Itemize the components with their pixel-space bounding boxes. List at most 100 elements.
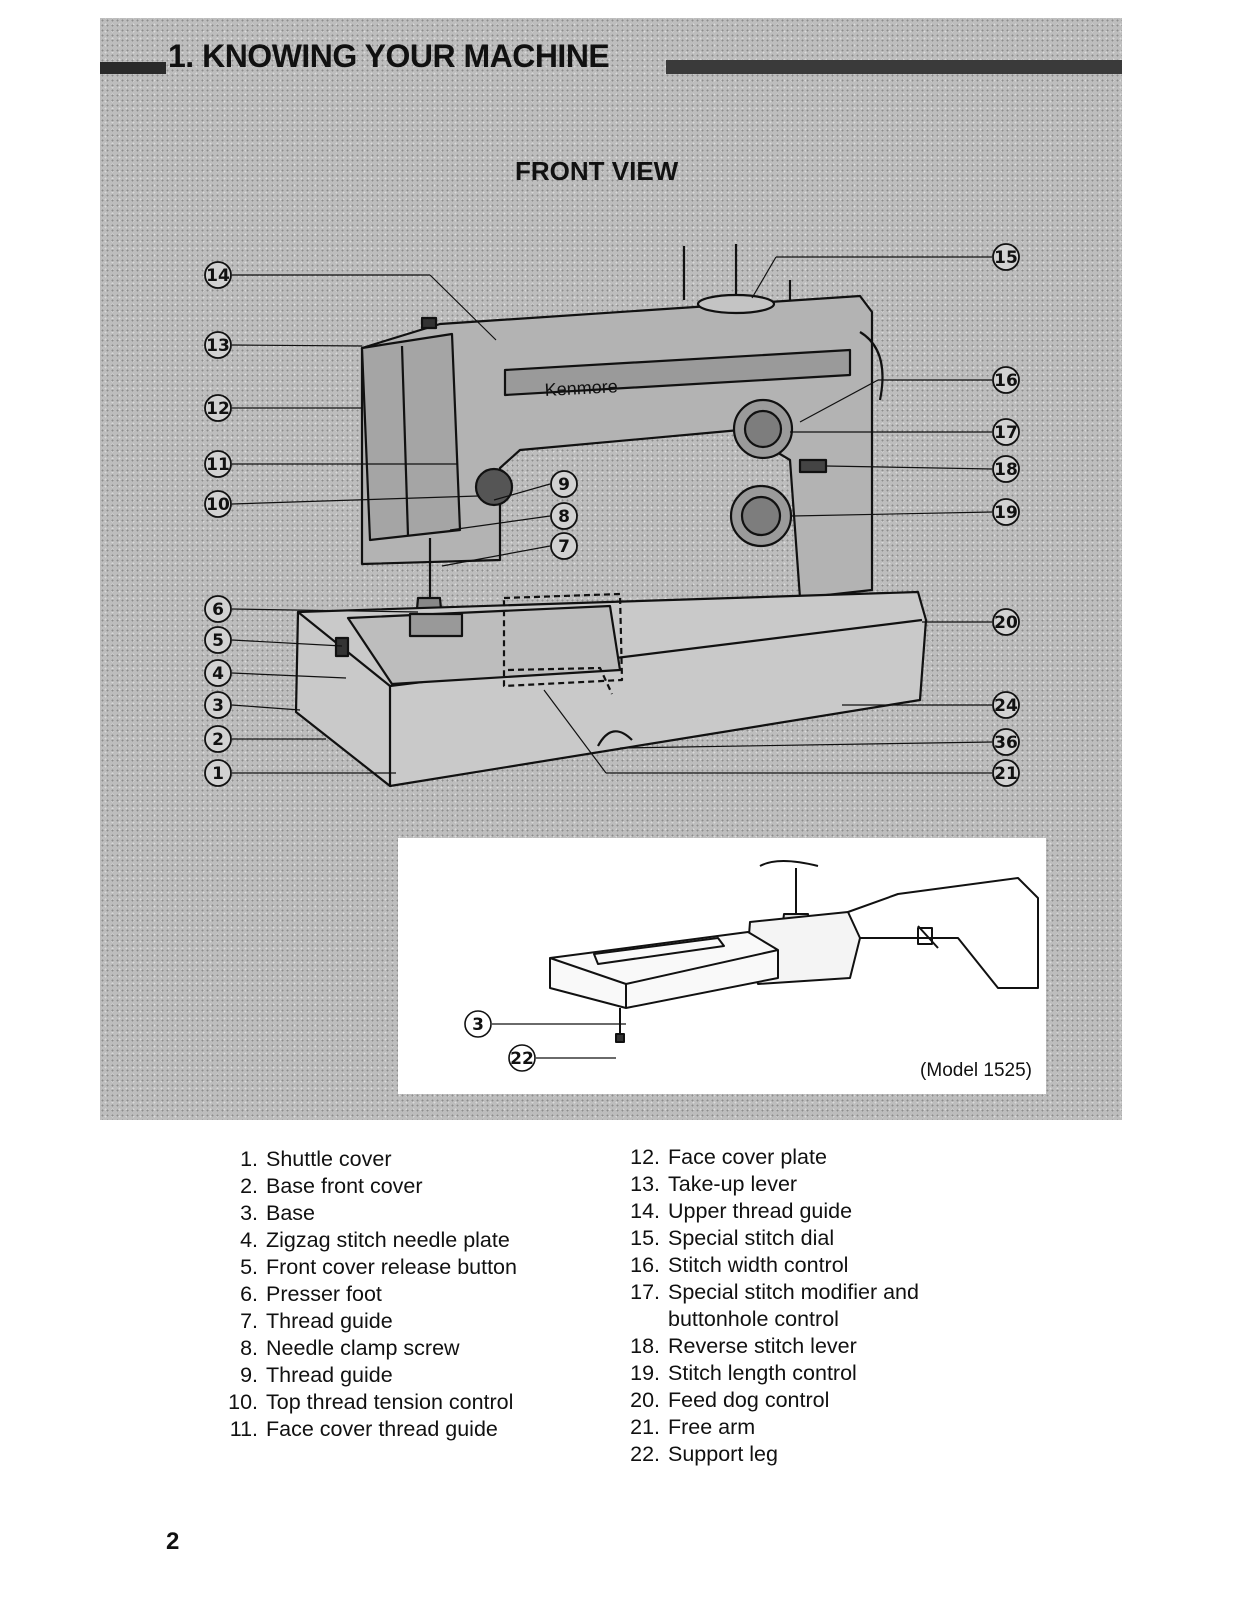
part-label: Thread guide <box>266 1309 393 1333</box>
part-item: 5.Front cover release button <box>210 1254 517 1281</box>
part-label: Support leg <box>668 1442 778 1466</box>
callout-16: 16 <box>994 371 1018 391</box>
part-label: Shuttle cover <box>266 1147 392 1171</box>
part-item: 9. Thread guide <box>210 1362 517 1389</box>
part-number: 16. <box>630 1253 660 1277</box>
part-item: 17. Special stitch modifier and <box>612 1279 919 1306</box>
header-bar <box>100 38 1122 86</box>
part-number: 7. <box>240 1309 258 1333</box>
part-item: 7. Thread guide <box>210 1308 517 1335</box>
callout-20: 20 <box>994 613 1018 633</box>
header-bar-right <box>666 60 1122 74</box>
inset-callout-3: 3 <box>472 1015 484 1035</box>
part-number: 9. <box>240 1363 258 1387</box>
callout-6: 6 <box>212 600 224 620</box>
part-label: Base <box>266 1201 316 1225</box>
callout-36: 36 <box>994 733 1018 753</box>
figure-panel <box>100 18 1122 1120</box>
part-number: 17. <box>630 1280 660 1304</box>
view-title: FRONT VIEW <box>515 156 679 186</box>
part-number: 2. <box>240 1174 258 1198</box>
part-number: 3. <box>240 1201 258 1225</box>
callout-3: 3 <box>212 696 224 716</box>
inset-callout-22: 22 <box>510 1049 534 1069</box>
part-item: 21. Free arm <box>612 1414 919 1441</box>
part-number: 6. <box>240 1282 258 1306</box>
sewing-machine-front-view: Kenmore <box>204 243 1020 788</box>
callout-19: 19 <box>994 503 1018 523</box>
callout-7: 7 <box>558 537 570 557</box>
brand-label: Kenmore <box>544 376 618 400</box>
part-item: 16. Stitch width control <box>612 1252 919 1279</box>
part-item: 8. Needle clamp screw <box>210 1335 517 1362</box>
part-item: 20. Feed dog control <box>612 1387 919 1414</box>
part-label: Reverse stitch lever <box>668 1334 857 1358</box>
part-number: 22. <box>630 1442 660 1466</box>
part-label: Needle clamp screw <box>266 1336 460 1360</box>
callout-10: 10 <box>206 495 230 515</box>
part-item: 18. Reverse stitch lever <box>612 1333 919 1360</box>
part-item: 14. Upper thread guide <box>612 1198 919 1225</box>
part-item: 1. Shuttle cover <box>210 1146 517 1173</box>
part-item: 6.Presser foot <box>210 1281 517 1308</box>
callout-18: 18 <box>994 460 1018 480</box>
callout-21: 21 <box>994 764 1018 784</box>
part-item: 3. Base <box>210 1200 517 1227</box>
part-label: Face cover thread guide <box>266 1417 498 1441</box>
callout-14: 14 <box>206 266 230 286</box>
callout-5: 5 <box>212 631 224 651</box>
part-label: Base front cover <box>266 1174 423 1198</box>
part-number: 19. <box>630 1361 660 1385</box>
part-number: 10. <box>228 1390 258 1414</box>
part-label-continued: buttonhole control <box>668 1307 839 1331</box>
callout-13: 13 <box>206 336 230 356</box>
part-label: Thread guide <box>266 1363 393 1387</box>
part-item: 4. Zigzag stitch needle plate <box>210 1227 517 1254</box>
inset-panel: 3 22 (Model 1525) <box>398 838 1046 1094</box>
part-item: 11. Face cover thread guide <box>210 1416 517 1443</box>
part-item: 22. Support leg <box>612 1441 919 1468</box>
page-number: 2 <box>166 1528 180 1555</box>
part-label: Free arm <box>668 1415 756 1439</box>
part-label: Front cover release button <box>266 1255 517 1279</box>
callout-15: 15 <box>994 248 1018 268</box>
part-number: 21. <box>630 1415 660 1439</box>
callout-4: 4 <box>212 664 224 684</box>
part-label: Special stitch modifier and <box>668 1280 919 1304</box>
part-number: 4. <box>240 1228 258 1252</box>
part-number: 12. <box>630 1145 660 1169</box>
callout-8: 8 <box>558 507 570 527</box>
part-item: 13.Take-up lever <box>612 1171 919 1198</box>
part-label: Upper thread guide <box>668 1199 853 1223</box>
part-label: Stitch length control <box>668 1361 857 1385</box>
callout-17: 17 <box>994 423 1018 443</box>
part-label: Feed dog control <box>668 1388 830 1412</box>
callout-11: 11 <box>206 455 230 475</box>
part-item: 10. Top thread tension control <box>210 1389 517 1416</box>
part-label: Zigzag stitch needle plate <box>266 1228 510 1252</box>
callout-1: 1 <box>212 764 224 784</box>
part-label: Stitch width control <box>668 1253 849 1277</box>
part-label: Special stitch dial <box>668 1226 835 1250</box>
part-number: 15. <box>630 1226 660 1250</box>
part-number: 18. <box>630 1334 660 1358</box>
part-number: 11. <box>229 1417 258 1441</box>
part-item: 15. Special stitch dial <box>612 1225 919 1252</box>
part-item: 2. Base front cover <box>210 1173 517 1200</box>
part-number: 1. <box>240 1147 258 1171</box>
part-label: Face cover plate <box>668 1145 827 1169</box>
part-label: Take-up lever <box>668 1172 798 1196</box>
callout-2: 2 <box>212 730 224 750</box>
callout-12: 12 <box>206 399 230 419</box>
part-number: 8. <box>240 1336 258 1360</box>
part-label: Top thread tension control <box>266 1390 514 1414</box>
part-item: 12. Face cover plate <box>612 1144 919 1171</box>
part-number: 20. <box>630 1388 660 1412</box>
model-caption: (Model 1525) <box>920 1060 1032 1081</box>
part-item: 19. Stitch length control <box>612 1360 919 1387</box>
part-number: 14. <box>630 1199 660 1223</box>
free-arm-inset-diagram: 3 22 <box>464 860 1039 1072</box>
header-bar-left <box>100 62 166 74</box>
